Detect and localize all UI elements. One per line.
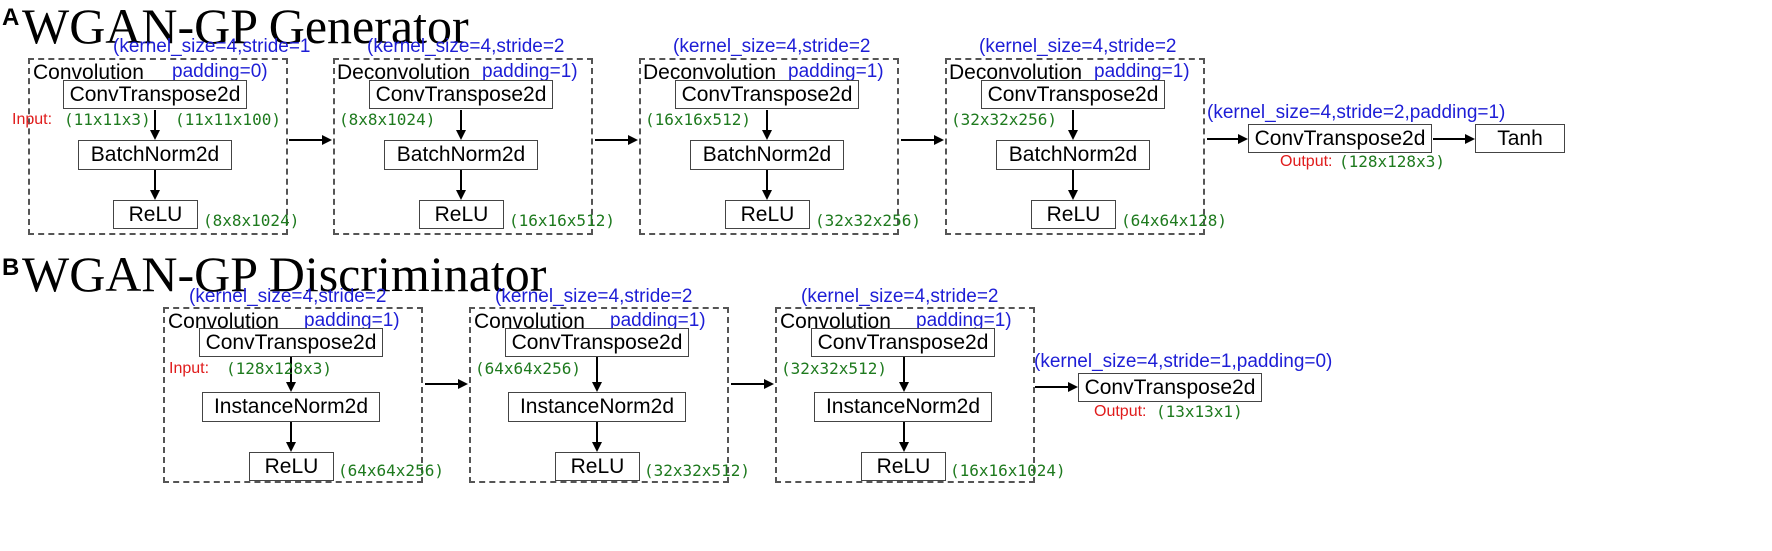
gen-block-4: [945, 58, 1205, 235]
gen-b1-param-right: padding=0): [172, 61, 268, 82]
gen-b4-relu-node: ReLU: [1031, 200, 1116, 229]
gen-b2-input-dim: (8x8x1024): [339, 110, 436, 129]
gen-b3-norm-node: BatchNorm2d: [690, 140, 844, 170]
dis-b1-norm-node: InstanceNorm2d: [202, 392, 380, 422]
dis-b3-relu-node: ReLU: [861, 452, 946, 481]
dis-b3-type: Convolution: [780, 310, 891, 333]
gen-b3-type: Deconvolution: [643, 61, 777, 84]
dis-b3-norm-node: InstanceNorm2d: [814, 392, 992, 422]
gen-b2-type: Deconvolution: [337, 61, 471, 84]
gen-b2-param-top: (kernel_size=4,stride=2: [367, 36, 565, 57]
dis-final-param: (kernel_size=4,stride=1,padding=0): [1034, 351, 1333, 372]
dis-b2-type: Convolution: [474, 310, 585, 333]
gen-b4-norm-node: BatchNorm2d: [996, 140, 1150, 170]
dis-final-conv-node: ConvTranspose2d: [1078, 373, 1262, 402]
gen-block-1: [28, 58, 288, 235]
dis-b2-out-dim: (32x32x512): [644, 461, 750, 480]
dis-b3-param-right: padding=1): [916, 310, 1012, 331]
dis-b1-type: Convolution: [168, 310, 279, 333]
gen-b4-out-dim: (64x64x128): [1121, 211, 1227, 230]
dis-b1-param-right: padding=1): [304, 310, 400, 331]
gen-input-dim: (11x11x3): [64, 110, 151, 129]
dis-b3-param-top: (kernel_size=4,stride=2: [801, 286, 999, 307]
gen-b3-conv-node: ConvTranspose2d: [675, 80, 859, 109]
gen-b4-param-right: padding=1): [1094, 61, 1190, 82]
gen-b2-param-right: padding=1): [482, 61, 578, 82]
gen-b2-conv-node: ConvTranspose2d: [369, 80, 553, 109]
dis-input-label: Input:: [169, 360, 210, 377]
panel-letter-a: A: [2, 4, 20, 31]
dis-output-dim: (13x13x1): [1156, 402, 1243, 421]
dis-b1-relu-node: ReLU: [249, 452, 334, 481]
panel-letter-b: B: [2, 254, 20, 281]
gen-output-label: Output:: [1280, 153, 1333, 170]
gen-final-conv-node: ConvTranspose2d: [1248, 124, 1432, 153]
dis-b3-conv-node: ConvTranspose2d: [811, 328, 995, 357]
gen-b3-out-dim: (32x32x256): [815, 211, 921, 230]
gen-b1-relu-node: ReLU: [113, 200, 198, 229]
gen-output-dim: (128x128x3): [1339, 152, 1445, 171]
dis-b3-input-dim: (32x32x512): [781, 359, 887, 378]
gen-block-3: [639, 58, 899, 235]
dis-b1-param-top: (kernel_size=4,stride=2: [189, 286, 387, 307]
gen-b2-out-dim: (16x16x512): [509, 211, 615, 230]
dis-block-2: [469, 307, 729, 483]
gen-b3-relu-node: ReLU: [725, 200, 810, 229]
dis-block-3: [775, 307, 1035, 483]
gen-b4-type: Deconvolution: [949, 61, 1083, 84]
gen-b1-param-top: (kernel_size=4,stride=1: [113, 36, 311, 57]
dis-input-dim: (128x128x3): [226, 359, 332, 378]
gen-b1-conv-node: ConvTranspose2d: [63, 80, 247, 109]
dis-b2-input-dim: (64x64x256): [475, 359, 581, 378]
gen-b3-input-dim: (16x16x512): [645, 110, 751, 129]
dis-b2-param-right: padding=1): [610, 310, 706, 331]
dis-b3-out-dim: (16x16x1024): [950, 461, 1066, 480]
dis-output-label: Output:: [1094, 403, 1147, 420]
gen-b3-param-top: (kernel_size=4,stride=2: [673, 36, 871, 57]
gen-b4-input-dim: (32x32x256): [951, 110, 1057, 129]
gen-b1-type: Convolution: [33, 61, 144, 84]
gen-b3-param-right: padding=1): [788, 61, 884, 82]
gen-b2-relu-node: ReLU: [419, 200, 504, 229]
dis-b2-relu-node: ReLU: [555, 452, 640, 481]
gen-b1-out-dim: (8x8x1024): [203, 211, 300, 230]
gen-b1-mid-dim: (11x11x100): [175, 110, 281, 129]
gen-b4-conv-node: ConvTranspose2d: [981, 80, 1165, 109]
generator-title: WGAN-GP Generator: [22, 0, 469, 54]
gen-tanh-node: Tanh: [1475, 124, 1565, 153]
dis-b2-conv-node: ConvTranspose2d: [505, 328, 689, 357]
dis-block-1: [163, 307, 423, 483]
dis-b1-conv-node: ConvTranspose2d: [199, 328, 383, 357]
gen-final-param: (kernel_size=4,stride=2,padding=1): [1207, 102, 1506, 123]
gen-block-2: [333, 58, 593, 235]
dis-b1-out-dim: (64x64x256): [338, 461, 444, 480]
gen-input-label: Input:: [12, 111, 53, 128]
gen-b1-norm-node: BatchNorm2d: [78, 140, 232, 170]
dis-b2-norm-node: InstanceNorm2d: [508, 392, 686, 422]
discriminator-title: WGAN-GP Discriminator: [22, 246, 547, 302]
gen-b2-norm-node: BatchNorm2d: [384, 140, 538, 170]
dis-b2-param-top: (kernel_size=4,stride=2: [495, 286, 693, 307]
gen-b4-param-top: (kernel_size=4,stride=2: [979, 36, 1177, 57]
